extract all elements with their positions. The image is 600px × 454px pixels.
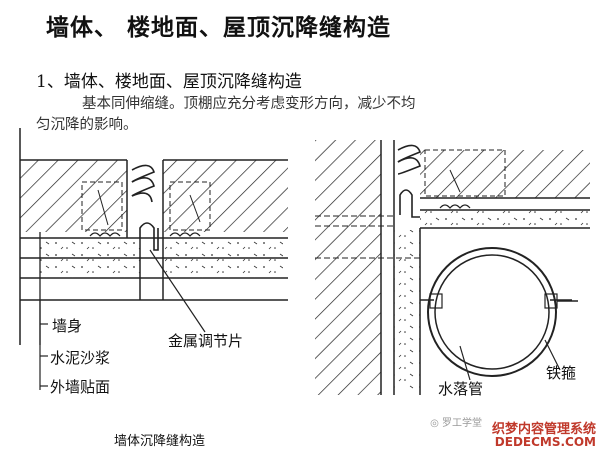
label-cement-mortar: 水泥沙浆 — [50, 349, 111, 367]
label-downpipe: 水落管 — [438, 380, 484, 398]
label-exterior-finish: 外墙贴面 — [50, 378, 111, 396]
left-wall-diagram — [19, 128, 288, 390]
watermark-line-2: DEDECMS.COM — [494, 435, 596, 449]
watermark-line-1: 织梦内容管理系统 — [491, 422, 596, 437]
section-heading: 1、墙体、楼地面、屋顶沉降缝构造 — [36, 72, 302, 92]
watermark-logo: ◎ 罗工学堂 — [430, 418, 482, 429]
description-line-2: 匀沉降的影响。 — [36, 117, 138, 133]
label-wall-body: 墙身 — [52, 317, 83, 335]
right-roof-diagram — [315, 140, 590, 395]
label-iron-hoop: 铁箍 — [546, 364, 577, 382]
description-line-1: 基本同伸缩缝。顶棚应充分考虑变形方向，减少不均 — [82, 96, 416, 112]
page-title: 墙体、 楼地面、屋顶沉降缝构造 — [46, 15, 392, 41]
diagram-caption: 墙体沉降缝构造 — [114, 434, 206, 449]
label-metal-plate: 金属调节片 — [168, 332, 244, 350]
